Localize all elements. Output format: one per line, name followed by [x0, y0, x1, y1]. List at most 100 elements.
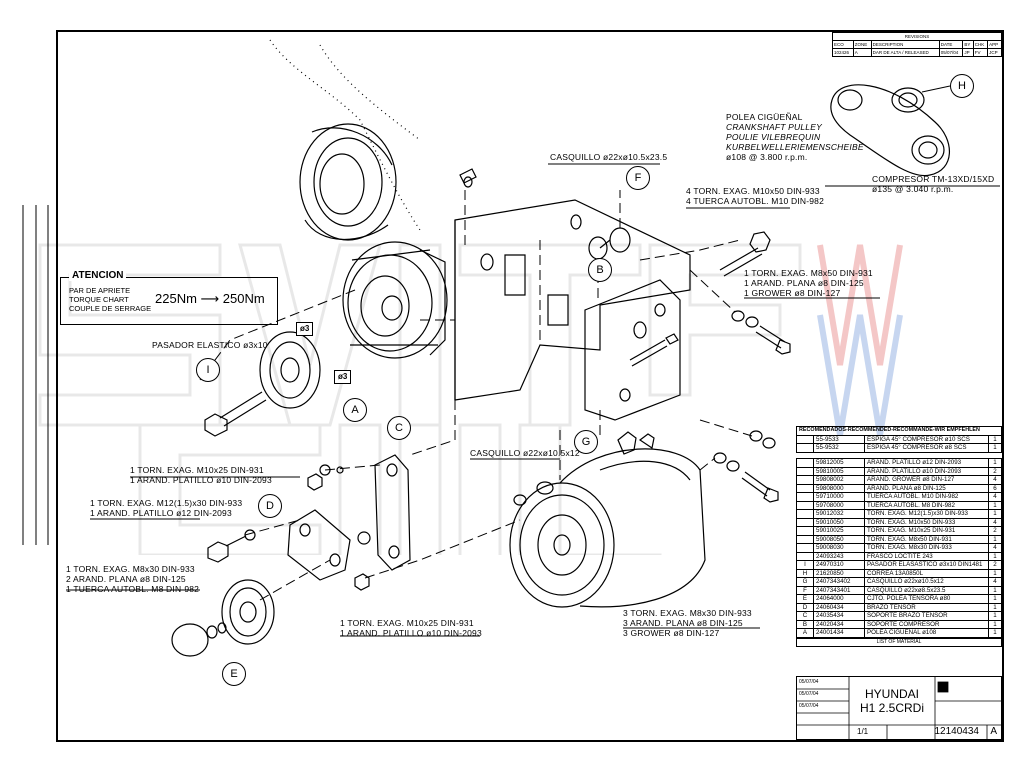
torque-line-1: PAR DE APRIETE — [69, 286, 131, 295]
part-qty: 1 — [988, 594, 1002, 604]
drawing-revision: A — [990, 726, 997, 737]
part-number: 24035434 — [813, 611, 865, 621]
crankshaft-line-2: CRANKSHAFT PULLEY — [726, 122, 822, 132]
label-casquillo-mid: CASQUILLO ø22xø10.5x12 — [470, 448, 580, 458]
part-qty: 1 — [988, 602, 1002, 612]
part-desc: TORN. EXAG. M12(1.5)x30 DIN-933 — [864, 509, 989, 519]
callout-i: I — [196, 358, 220, 382]
torque-line-3: COUPLE DE SERRAGE — [69, 304, 152, 313]
label-m10x25a-2: 1 ARAND. PLATILLO ø10 DIN-2093 — [130, 475, 272, 485]
part-qty: 6 — [988, 483, 1002, 493]
tensioner-arm — [287, 509, 351, 581]
margin-bars — [22, 205, 49, 545]
date-2: 05/07/04 — [799, 691, 819, 697]
part-number: 59008050 — [813, 534, 865, 544]
part-qty: 1 — [988, 443, 1002, 453]
label-m8x30b-1: 3 TORN. EXAG. M8x30 DIN-933 — [623, 608, 752, 618]
compressor-bracket — [454, 199, 691, 401]
drawing-title: HYUNDAI H1 2.5CRDi — [852, 687, 932, 715]
label-pasador: PASADOR ELASTICO ø3x10 — [152, 340, 268, 350]
callout-d: D — [258, 494, 282, 518]
hub-disc — [259, 331, 321, 409]
crankshaft-line-4: KURBELWELLERIEMENSCHEIBE — [726, 142, 864, 152]
part-desc: ARAND. GROWER ø8 DIN-127 — [864, 475, 989, 485]
label-m12-2: 1 ARAND. PLATILLO ø12 DIN-2093 — [90, 508, 232, 518]
part-desc: ARAND. PLATILLO ø10 DIN-2093 — [864, 466, 989, 476]
part-desc: BRAZO TENSOR — [864, 602, 989, 612]
part-key: H — [796, 568, 814, 578]
compressor-note-2: ø135 @ 3.040 r.p.m. — [872, 184, 954, 194]
part-key: G — [796, 577, 814, 587]
part-number: 2407343401 — [813, 585, 865, 595]
label-m8x30a-3: 1 TUERCA AUTOBL. M8 DIN-982 — [66, 584, 200, 594]
rev-col: DESCRIPTION — [870, 40, 940, 49]
part-desc: CASQUILLO ø22xø10.5x12 — [864, 577, 989, 587]
part-desc: CASQUILLO ø22xø8.5x23.5 — [864, 585, 989, 595]
part-number: 24970310 — [813, 560, 865, 570]
part-desc: ARAND. PLANA ø8 DIN-125 — [864, 483, 989, 493]
date-3: 05/07/04 — [799, 703, 819, 709]
part-qty: 2 — [988, 560, 1002, 570]
part-number: 24060434 — [813, 602, 865, 612]
label-m10x25b-1: 1 TORN. EXAG. M10x25 DIN-931 — [340, 618, 474, 628]
part-desc: ESPIGA 45° COMPRESOR ø10 SCS — [864, 434, 989, 444]
part-desc: TORN. EXAG. M10x25 DIN-931 — [864, 526, 989, 536]
rev-cell: JP — [962, 48, 974, 57]
parts-recommended-header: RECOMENDADOS-RECOMMENDED-RECOMMANDÉ-WIR … — [796, 426, 1002, 436]
part-key: B — [796, 619, 814, 629]
part-number: 24093243 — [813, 551, 865, 561]
part-qty: 1 — [988, 551, 1002, 561]
callout-f: F — [626, 166, 650, 190]
rev-cell: DAR DE ALTA / RELEASED — [870, 48, 940, 57]
part-qty: 4 — [988, 577, 1002, 587]
part-number: 24064000 — [813, 594, 865, 604]
label-m10x50-2: 4 TUERCA AUTOBL. M10 DIN-982 — [686, 196, 825, 206]
multi-rib-pulley — [342, 241, 448, 359]
part-qty: 1 — [988, 611, 1002, 621]
label-m8x30b-2: 3 ARAND. PLANA ø8 DIN-125 — [623, 618, 743, 628]
part-key — [796, 475, 814, 485]
compressor-note-1: COMPRESOR TM-13XD/15XD — [872, 174, 995, 184]
label-m10x50-1: 4 TORN. EXAG. M10x50 DIN-933 — [686, 186, 820, 196]
part-key: F — [796, 585, 814, 595]
rev-cell: FV — [972, 48, 989, 57]
part-desc: SOPORTE BRAZO TENSOR — [864, 611, 989, 621]
rev-cell: 102426 — [832, 48, 854, 57]
support-plate — [584, 279, 681, 421]
label-casquillo-top: CASQUILLO ø22xø10.5x23.5 — [550, 152, 668, 162]
part-qty: 1 — [988, 509, 1002, 519]
rev-col: CHK — [972, 40, 989, 49]
part-number: 55-9533 — [813, 434, 865, 444]
part-number: 21620850 — [813, 568, 865, 578]
part-qty: 4 — [988, 475, 1002, 485]
label-m10x25a-1: 1 TORN. EXAG. M10x25 DIN-931 — [130, 465, 264, 475]
torque-line-2: TORQUE CHART — [69, 295, 129, 304]
part-number: 2407343402 — [813, 577, 865, 587]
rev-cell: 05/07/04 — [938, 48, 964, 57]
revisions-header: REVISIONS — [832, 32, 1002, 41]
part-key: C — [796, 611, 814, 621]
rev-col: ECO — [832, 40, 854, 49]
part-desc: ARAND. PLATILLO ø12 DIN-2093 — [864, 458, 989, 468]
part-desc: TUERCA AUTOBL. M8 DIN-982 — [864, 500, 989, 510]
crankshaft-line-1: POLEA CIGÜEÑAL — [726, 112, 803, 122]
part-desc: ESPIGA 45° COMPRESOR ø8 SCS — [864, 443, 989, 453]
part-key — [796, 500, 814, 510]
part-key — [796, 517, 814, 527]
rev-col: DATE — [938, 40, 964, 49]
part-key: I — [796, 560, 814, 570]
part-desc: SOPORTE COMPRESOR — [864, 619, 989, 629]
tag-pin-2: ø3 — [334, 370, 352, 384]
part-desc: PASADOR ELASASTICO ø3x10 DIN1481 — [864, 560, 989, 570]
